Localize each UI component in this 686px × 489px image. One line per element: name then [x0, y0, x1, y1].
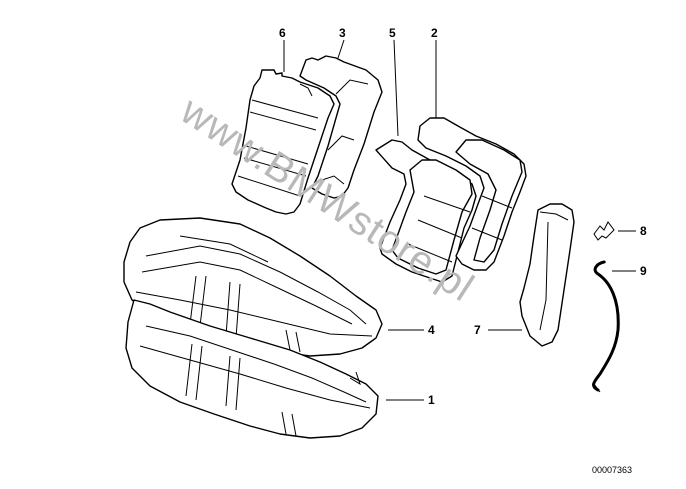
callout-6: 6: [279, 26, 286, 40]
callout-2: 2: [431, 26, 438, 40]
diagram-part-number: 00007363: [592, 465, 632, 475]
part-9-spring: [592, 260, 620, 393]
callout-9: 9: [640, 264, 647, 278]
part-2-side-backrest-frame: [417, 117, 527, 271]
part-1-seat-cushion-frame: [125, 299, 379, 439]
callout-4: 4: [428, 323, 435, 337]
callout-3: 3: [339, 26, 346, 40]
callout-labels: 6 3 5 2 8 9 4 7 1: [279, 26, 647, 407]
part-3-backrest-frame: [299, 55, 383, 199]
part-6-backrest-cover: [231, 69, 335, 215]
part-5-side-backrest-cover: [375, 139, 477, 283]
callout-1: 1: [428, 393, 435, 407]
callout-8: 8: [640, 224, 647, 238]
part-8-clip: [593, 221, 615, 241]
part-7-side-bolster: [519, 203, 575, 347]
callout-5: 5: [389, 26, 396, 40]
leader-lines: [283, 39, 636, 401]
callout-7: 7: [474, 323, 481, 337]
